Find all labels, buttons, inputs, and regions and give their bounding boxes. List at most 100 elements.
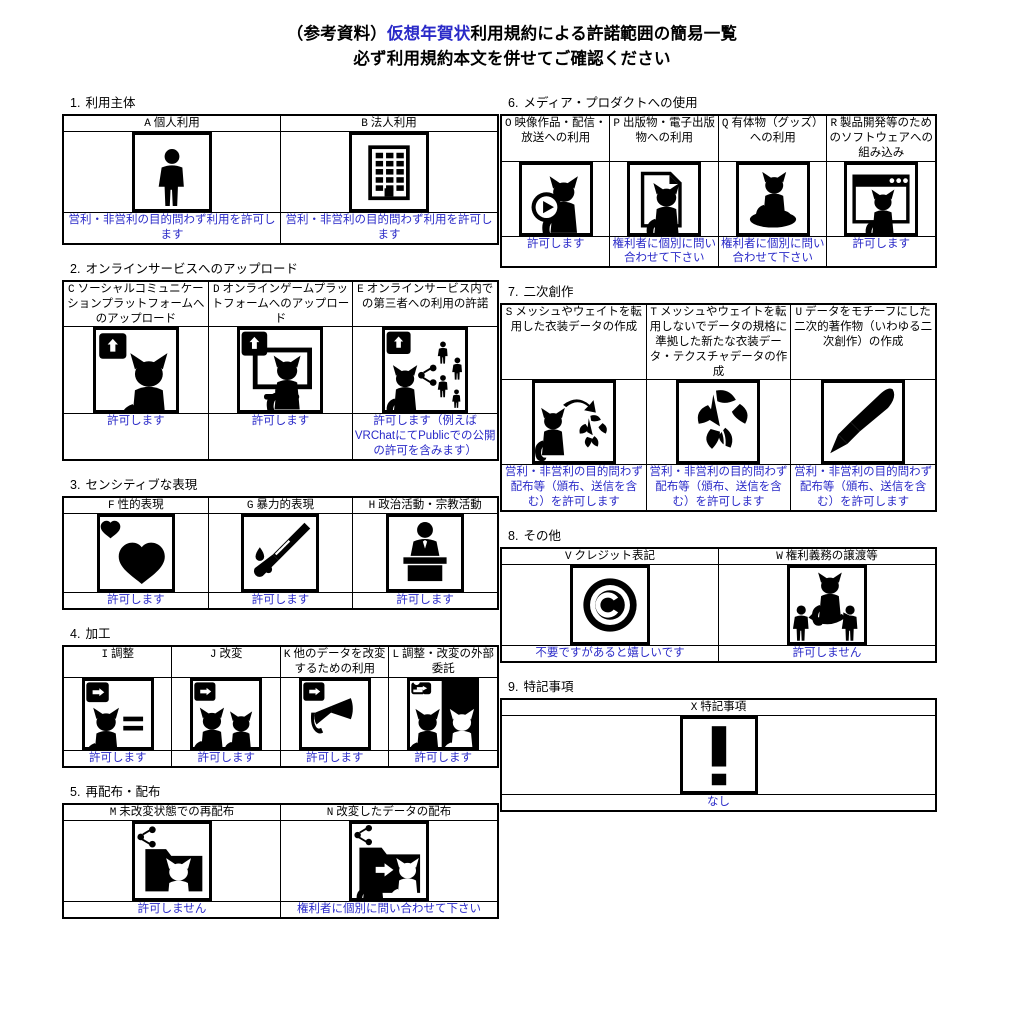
table-row-icons bbox=[62, 326, 499, 415]
table-row-permissions: 許可します権利者に個別に問い合わせて下さい権利者に個別に問い合わせて下さい許可し… bbox=[500, 235, 937, 268]
section-name: 再配布・配布 bbox=[85, 785, 161, 800]
title-prefix: （参考資料） bbox=[286, 25, 387, 43]
item-permission-w: 許可しません bbox=[718, 645, 937, 663]
item-icon-cell-t bbox=[645, 379, 792, 466]
item-label: メッシュやウェイトを転用した衣装データの作成 bbox=[510, 306, 642, 334]
exclamation-icon bbox=[679, 716, 758, 795]
item-icon-cell-o bbox=[500, 160, 611, 237]
item-icon-cell-w bbox=[718, 564, 937, 647]
cat-to-costume-icon bbox=[531, 380, 616, 465]
upload-cat-share-people-icon bbox=[382, 327, 469, 414]
item-icon-cell-v bbox=[500, 564, 719, 647]
permission-text: 許可します bbox=[852, 237, 910, 250]
table-row-permissions: 営利・非営利の目的問わず配布等（頒布、送信を含む）を許可します営利・非営利の目的… bbox=[500, 464, 937, 512]
item-icon-cell-x bbox=[500, 715, 937, 796]
section-number: 8. bbox=[508, 529, 519, 544]
item-letter: A bbox=[144, 118, 151, 130]
permission-text: 許可します bbox=[251, 594, 310, 607]
item-letter: K bbox=[283, 649, 291, 662]
table-row-icons bbox=[500, 379, 937, 466]
permission-text: 許可します bbox=[107, 594, 165, 607]
item-letter: Q bbox=[721, 118, 729, 130]
item-icon-cell-j bbox=[171, 677, 281, 752]
item-permission-h: 許可します bbox=[352, 592, 499, 610]
section-number: 1. bbox=[70, 96, 81, 110]
item-icon-cell-b bbox=[280, 131, 499, 214]
item-permission-u: 営利・非営利の目的問わず配布等（頒布、送信を含む）を許可します bbox=[790, 464, 937, 512]
item-letter: U bbox=[795, 307, 803, 320]
item-label: 出版物・電子出版物への利用 bbox=[623, 117, 716, 145]
window-cat-icon bbox=[844, 161, 919, 236]
permission-text: 許可します bbox=[526, 237, 585, 250]
item-permission-t: 営利・非営利の目的問わず配布等（頒布、送信を含む）を許可します bbox=[645, 464, 792, 512]
page-title: （参考資料）仮想年賀状利用規約による許諾範囲の簡易一覧 必ず利用規約本文を併せて… bbox=[0, 0, 1024, 72]
item-icon-cell-p bbox=[609, 160, 719, 237]
item-permission-e: 許可します（例えばVRChatにてPublicでの公開の許可を含みます） bbox=[352, 413, 499, 461]
person-icon bbox=[132, 132, 212, 213]
item-letter: D bbox=[212, 283, 220, 296]
item-label: オンラインサービス内での第三者への利用の許諾 bbox=[361, 282, 494, 311]
item-label: オンラインゲームプラットフォームへのアップロード bbox=[211, 282, 350, 325]
table-row-permissions: 営利・非営利の目的問わず利用を許可します営利・非営利の目的問わず利用を許可します bbox=[62, 212, 499, 245]
table-row-permissions: なし bbox=[500, 794, 937, 812]
arrow-two-cats-icon bbox=[190, 678, 263, 751]
item-icon-cell-r bbox=[826, 160, 937, 237]
section-heading: 7.二次創作 bbox=[508, 281, 924, 300]
item-letter: B bbox=[361, 118, 368, 130]
item-permission-a: 営利・非営利の目的問わず利用を許可します bbox=[62, 212, 281, 245]
title-suffix: 利用規約による許諾範囲の簡易一覧 bbox=[470, 25, 738, 43]
item-label: 権利義務の譲渡等 bbox=[785, 550, 878, 563]
section-number: 9. bbox=[508, 680, 519, 695]
item-permission-i: 許可します bbox=[62, 750, 173, 768]
table-row-permissions: 許可します許可します許可します許可します bbox=[62, 750, 499, 768]
table-row-icons bbox=[500, 160, 937, 237]
item-letter: G bbox=[246, 500, 254, 513]
play-cat-icon bbox=[518, 161, 593, 236]
title-line-2: 必ず利用規約本文を併せてご確認ください bbox=[353, 49, 671, 68]
figurine-cat-icon bbox=[735, 161, 810, 236]
hearts-icon bbox=[96, 514, 175, 593]
permission-text: 許可します bbox=[197, 752, 255, 765]
section-heading: 6.メディア・プロダクトへの使用 bbox=[508, 92, 924, 111]
item-permission-x: なし bbox=[500, 794, 937, 812]
building-icon bbox=[349, 132, 429, 213]
item-label: 個人利用 bbox=[153, 117, 200, 129]
permission-text: 許可します bbox=[414, 752, 472, 765]
title-line-1: （参考資料）仮想年賀状利用規約による許諾範囲の簡易一覧 bbox=[0, 22, 1024, 47]
item-label: 調整 bbox=[111, 648, 135, 661]
item-label: 改変したデータの配布 bbox=[336, 806, 452, 819]
costume-icon bbox=[676, 380, 761, 465]
section-name: 加工 bbox=[85, 627, 111, 642]
item-permission-m: 許可しません bbox=[62, 901, 281, 919]
item-label: 政治活動・宗教活動 bbox=[378, 499, 482, 512]
item-letter: H bbox=[368, 500, 376, 513]
item-permission-o: 許可します bbox=[500, 235, 611, 268]
section-heading: 9.特記事項 bbox=[508, 676, 924, 695]
item-permission-b: 営利・非営利の目的問わず利用を許可します bbox=[280, 212, 499, 245]
table-row-icons bbox=[62, 131, 499, 214]
item-icon-cell-g bbox=[207, 513, 354, 594]
